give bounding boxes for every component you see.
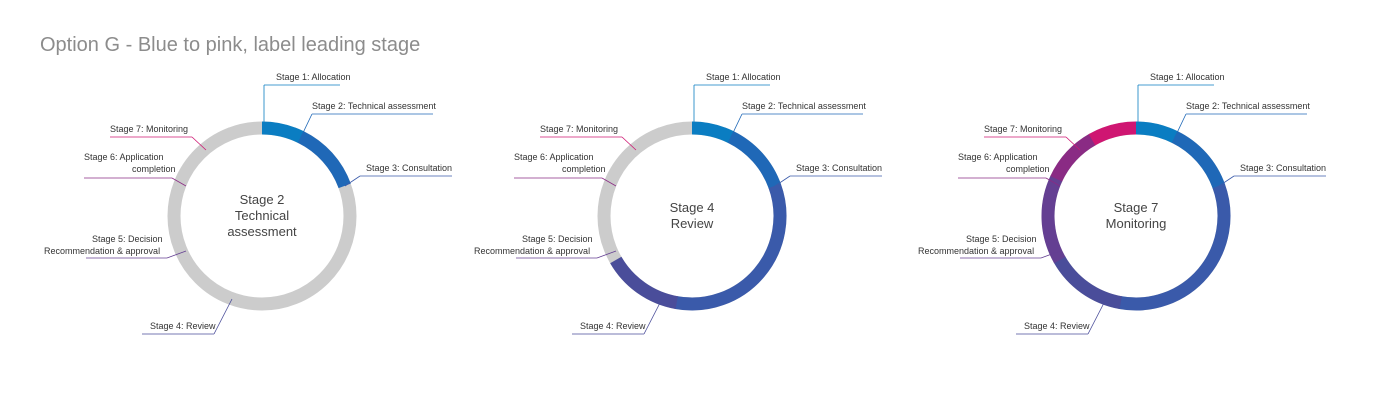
leader-line — [1045, 177, 1061, 187]
stage-label-group-7: Stage 7: Monitoring — [110, 124, 207, 151]
stage-label-group-3: Stage 3: Consultation — [774, 163, 882, 187]
leader-line — [1065, 136, 1081, 151]
stage-label-group-2: Stage 2: Technical assessment — [730, 101, 866, 138]
leader-line — [300, 113, 313, 138]
stage-label-group-1: Stage 1: Allocation — [263, 72, 351, 128]
stage-label-6-line-2: completion — [1006, 164, 1050, 174]
stage-label-group-7: Stage 7: Monitoring — [984, 124, 1081, 151]
stage-label-5: Stage 5: Decision — [966, 234, 1037, 244]
leader-line — [1174, 113, 1187, 138]
leader-line — [730, 113, 743, 138]
leader-line — [191, 136, 207, 151]
leader-line — [344, 175, 361, 187]
stage-arc-2 — [297, 131, 351, 189]
stage-label-1: Stage 1: Allocation — [1150, 72, 1225, 82]
stage-label-6: Stage 6: Application — [958, 152, 1038, 162]
stage-arc-1 — [691, 121, 735, 144]
stage-arc-2 — [1171, 131, 1226, 190]
stage-label-1: Stage 1: Allocation — [276, 72, 351, 82]
stage-arc-3 — [674, 183, 787, 311]
stage-label-4: Stage 4: Review — [150, 321, 216, 331]
leader-line — [643, 298, 663, 335]
stage-arc-5 — [1041, 175, 1066, 264]
stage-label-4: Stage 4: Review — [580, 321, 646, 331]
stage-arc-1 — [261, 121, 305, 144]
stage-arc-4 — [610, 256, 679, 310]
stage-label-group-2: Stage 2: Technical assessment — [1174, 101, 1310, 138]
stage-label-group-1: Stage 1: Allocation — [693, 72, 781, 128]
stage-label-5: Stage 5: Decision — [522, 234, 593, 244]
stage-arc-7 — [1088, 121, 1137, 146]
stage-arc-3 — [1118, 183, 1231, 311]
stage-label-2: Stage 2: Technical assessment — [312, 101, 436, 111]
stage-label-6: Stage 6: Application — [514, 152, 594, 162]
stage-label-1: Stage 1: Allocation — [706, 72, 781, 82]
stage-label-2: Stage 2: Technical assessment — [1186, 101, 1310, 111]
leader-line — [166, 250, 187, 259]
center-label-line-3: assessment — [227, 224, 297, 239]
stage-label-7: Stage 7: Monitoring — [984, 124, 1062, 134]
stage-label-5-line-2: Recommendation & approval — [918, 246, 1034, 256]
center-label-line-1: Stage 2 — [240, 192, 285, 207]
leader-line — [596, 250, 617, 259]
stage-label-group-2: Stage 2: Technical assessment — [300, 101, 436, 138]
leader-line — [213, 298, 233, 335]
stage-label-group-4: Stage 4: Review — [142, 298, 233, 335]
center-label-line-2: Review — [671, 216, 714, 231]
stage-label-group-3: Stage 3: Consultation — [1218, 163, 1326, 187]
stage-arc-2 — [727, 131, 782, 190]
stage-label-5: Stage 5: Decision — [92, 234, 163, 244]
stage-label-6-line-2: completion — [562, 164, 606, 174]
stage-label-3: Stage 3: Consultation — [1240, 163, 1326, 173]
stage-label-group-1: Stage 1: Allocation — [1137, 72, 1225, 128]
stage-label-7: Stage 7: Monitoring — [540, 124, 618, 134]
leader-line — [1087, 298, 1107, 335]
center-label-line-1: Stage 7 — [1114, 200, 1159, 215]
stage-label-group-7: Stage 7: Monitoring — [540, 124, 637, 151]
page-title: Option G - Blue to pink, label leading s… — [40, 34, 421, 56]
stage-label-group-6: Stage 6: Application completion — [514, 152, 617, 187]
stage-label-4: Stage 4: Review — [1024, 321, 1090, 331]
center-label-line-2: Monitoring — [1106, 216, 1167, 231]
leader-line — [601, 177, 617, 187]
leader-line — [1218, 175, 1235, 187]
center-label-line-2: Technical — [235, 208, 289, 223]
stage-arc-6 — [1050, 133, 1097, 182]
stage-label-7: Stage 7: Monitoring — [110, 124, 188, 134]
stage-label-group-4: Stage 4: Review — [572, 298, 663, 335]
stage-label-group-4: Stage 4: Review — [1016, 298, 1107, 335]
stage-label-5-line-2: Recommendation & approval — [44, 246, 160, 256]
stage-label-5-line-2: Recommendation & approval — [474, 246, 590, 256]
stage-label-group-3: Stage 3: Consultation — [344, 163, 452, 187]
stage-label-group-6: Stage 6: Application completion — [84, 152, 187, 187]
center-label-line-1: Stage 4 — [670, 200, 715, 215]
stage-label-2: Stage 2: Technical assessment — [742, 101, 866, 111]
stage-label-group-6: Stage 6: Application completion — [958, 152, 1061, 187]
leader-line — [621, 136, 637, 151]
leader-line — [1040, 250, 1061, 259]
leader-line — [774, 175, 791, 187]
stage-label-3: Stage 3: Consultation — [366, 163, 452, 173]
stage-label-3: Stage 3: Consultation — [796, 163, 882, 173]
stage-arc-4 — [1053, 255, 1123, 310]
stage-label-6: Stage 6: Application — [84, 152, 164, 162]
leader-line — [171, 177, 187, 187]
stage-arc-1 — [1135, 121, 1179, 144]
stage-label-6-line-2: completion — [132, 164, 176, 174]
